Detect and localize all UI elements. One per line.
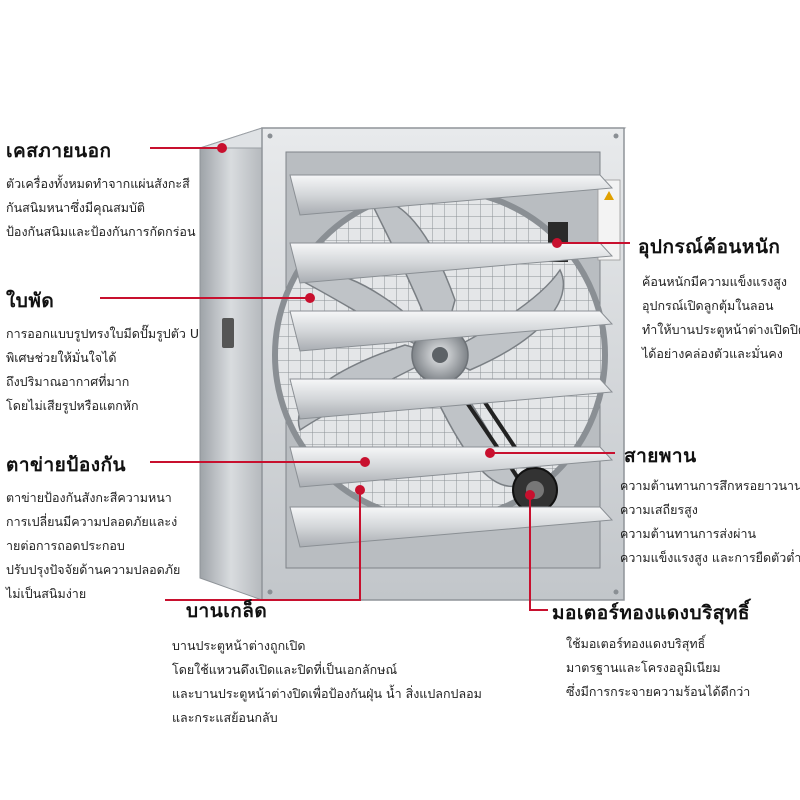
weight-title: อุปกรณ์ค้อนหนัก [638, 236, 781, 258]
motor-line: มาตรฐานและโครงอลูมิเนียม [566, 660, 721, 675]
louver-line: และกระแสย้อนกลับ [172, 710, 278, 725]
case-line: ตัวเครื่องทั้งหมดทำจากแผ่นสังกะสี [6, 176, 190, 191]
weight-dot [552, 238, 562, 248]
weight-line: อุปกรณ์เปิดลูกตุ้มในลอน [642, 298, 774, 313]
weight-line: ได้อย่างคล่องตัวและมั่นคง [642, 346, 783, 361]
motor-description: ใช้มอเตอร์ทองแดงบริสุทธิ์ มาตรฐานและโครง… [566, 632, 750, 704]
case-line: ป้องกันสนิมและป้องกันการกัดกร่อน [6, 224, 196, 239]
case-title: เคสภายนอก [6, 140, 112, 162]
weight-line: ทำให้บานประตูหน้าต่างเปิดปิด [642, 322, 800, 337]
louver-line: บานประตูหน้าต่างถูกเปิด [172, 638, 306, 653]
blade-title: ใบพัด [6, 290, 55, 312]
case-line: กันสนิมหนาซึ่งมีคุณสมบัติ [6, 200, 146, 215]
belt-line: ความต้านทานการสึกหรอยาวนาน [620, 478, 800, 493]
side-handle [222, 318, 234, 348]
mesh-dot [360, 457, 370, 467]
motor-line: ซึ่งมีการกระจายความร้อนได้ดีกว่า [566, 684, 751, 699]
belt-line: ความต้านทานการส่งผ่าน [620, 526, 757, 541]
mesh-description: ตาข่ายป้องกันสังกะสีความหนา การเปลี่ยนมี… [6, 486, 180, 606]
louvers [289, 174, 614, 548]
blade-dot [305, 293, 315, 303]
mesh-line: ายต่อการถอดประกอบ [6, 538, 125, 553]
louver-line: และบานประตูหน้าต่างปิดเพื่อป้องกันฝุ่น น… [172, 686, 482, 701]
side-panel [199, 127, 263, 601]
warning-label [597, 179, 621, 261]
belt-line: ความเสถียรสูง [620, 502, 698, 517]
blade-line: พิเศษช่วยให้มั่นใจได้ [6, 350, 117, 365]
blade-description: การออกแบบรูปทรงใบมีดปั๊มรูปตัว U พิเศษช่… [6, 322, 199, 418]
louver-title: บานเกล็ด [186, 600, 268, 622]
mesh-line: การเปลี่ยนมีความปลอดภัยและง่ [6, 514, 178, 529]
weight-line: ค้อนหนักมีความแข็งแรงสูง [642, 274, 787, 289]
louver-dot [355, 485, 365, 495]
motor-line: ใช้มอเตอร์ทองแดงบริสุทธิ์ [566, 636, 706, 651]
mesh-line: ไม่เป็นสนิมง่าย [6, 586, 87, 601]
belt-title: สายพาน [624, 445, 697, 467]
blade-line: การออกแบบรูปทรงใบมีดปั๊มรูปตัว U [6, 326, 199, 341]
weight-description: ค้อนหนักมีความแข็งแรงสูง อุปกรณ์เปิดลูกต… [642, 270, 800, 366]
belt-line: ความแข็งแรงสูง และการยืดตัวต่ำ [620, 550, 800, 565]
louver-description: บานประตูหน้าต่างถูกเปิด โดยใช้แหวนดึงเปิ… [172, 634, 482, 730]
mesh-title: ตาข่ายป้องกัน [6, 454, 127, 476]
case-dot [217, 143, 227, 153]
blade-line: โดยไม่เสียรูปหรือแตกหัก [6, 398, 139, 413]
case-description: ตัวเครื่องทั้งหมดทำจากแผ่นสังกะสี กันสนิ… [6, 172, 195, 244]
blade-line: ถึงปริมาณอากาศที่มาก [6, 374, 130, 389]
mesh-line: ปรับปรุงปัจจัยด้านความปลอดภัย [6, 562, 181, 577]
motor-title: มอเตอร์ทองแดงบริสุทธิ์ [552, 602, 750, 624]
belt-description: ความต้านทานการสึกหรอยาวนาน ความเสถียรสูง… [620, 474, 800, 570]
belt-dot [485, 448, 495, 458]
mesh-line: ตาข่ายป้องกันสังกะสีความหนา [6, 490, 172, 505]
motor-dot [525, 490, 535, 500]
louver-line: โดยใช้แหวนดึงเปิดและปิดที่เป็นเอกลักษณ์ [172, 662, 398, 677]
